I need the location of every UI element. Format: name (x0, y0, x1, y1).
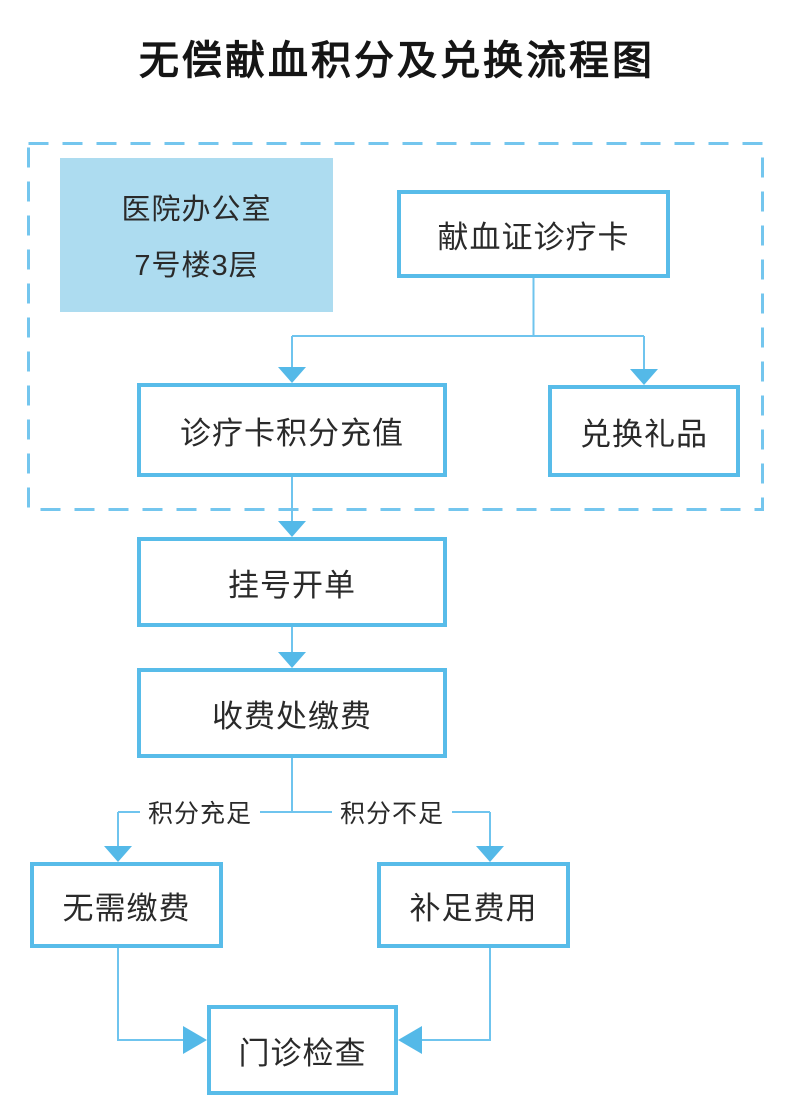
branch-label-sufficient: 积分充足 (139, 794, 261, 830)
group-dashed-border (27, 142, 764, 511)
node-register-label: 挂号开单 (228, 567, 356, 603)
node-no-pay: 无需缴费 (30, 862, 223, 948)
node-exam-label: 门诊检查 (238, 1035, 367, 1071)
arrowhead-down-recharge-icon (278, 367, 306, 383)
node-donation-card: 献血证诊疗卡 (397, 190, 670, 278)
arrowhead-down-register-icon (278, 521, 306, 537)
node-register: 挂号开单 (137, 537, 447, 627)
node-recharge-label: 诊疗卡积分充值 (180, 415, 404, 451)
node-top-up: 补足费用 (377, 862, 570, 948)
arrowhead-down-nopay-icon (104, 846, 132, 862)
arrowhead-left-exam-icon (398, 1026, 422, 1054)
node-recharge: 诊疗卡积分充值 (137, 383, 447, 477)
node-donation-card-label: 献血证诊疗卡 (437, 219, 630, 255)
node-exam: 门诊检查 (207, 1005, 398, 1095)
office-location-line1: 医院办公室 (121, 194, 272, 226)
arrowhead-down-pay-icon (278, 652, 306, 668)
node-office-location: 医院办公室 7号楼3层 (60, 158, 333, 312)
branch-label-insufficient: 积分不足 (331, 794, 453, 830)
arrowhead-right-exam-icon (183, 1026, 207, 1054)
arrowhead-down-topup-icon (476, 846, 504, 862)
office-location-line2: 7号楼3层 (134, 250, 259, 282)
node-top-up-label: 补足费用 (409, 890, 538, 926)
node-no-pay-label: 无需缴费 (62, 890, 191, 926)
node-gift: 兑换礼品 (548, 385, 740, 477)
node-pay-label: 收费处缴费 (212, 698, 372, 734)
arrowhead-down-gift-icon (630, 369, 658, 385)
connector-path (117, 278, 645, 1041)
page-title: 无偿献血积分及兑换流程图 (139, 38, 655, 83)
node-gift-label: 兑换礼品 (580, 416, 708, 452)
node-pay: 收费处缴费 (137, 668, 447, 758)
